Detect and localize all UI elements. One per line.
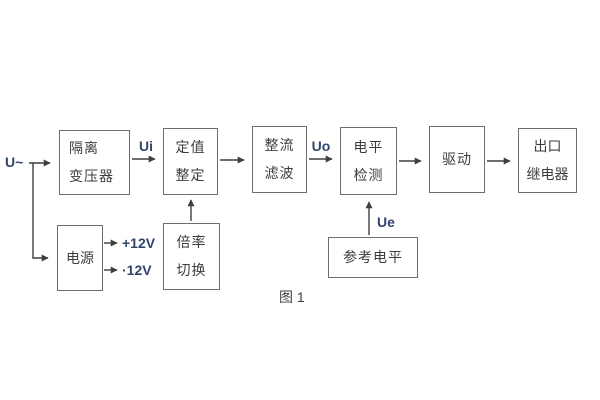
block-label: 驱动 (442, 151, 472, 167)
block-isolation-transformer: 隔离 变压器 (59, 130, 130, 195)
signal-label-ui: Ui (139, 138, 153, 154)
signal-label-input: U~ (5, 154, 24, 170)
figure-caption: 图 1 (279, 289, 305, 305)
block-label: 电源 (66, 249, 94, 266)
block-label: 检测 (353, 166, 384, 183)
block-label: 出口 (533, 138, 562, 154)
block-label: 整流 (264, 137, 295, 153)
signal-label-minus12v: ·12V (122, 262, 152, 278)
block-reference-level: 参考电平 (328, 237, 418, 278)
block-label: 滤波 (264, 165, 295, 181)
block-label: 隔离 (69, 140, 99, 156)
block-label: 电平 (353, 138, 384, 155)
block-driver: 驱动 (429, 126, 485, 193)
block-label: 整定 (175, 167, 206, 183)
block-ratio-switch: 倍率 切换 (163, 223, 220, 290)
block-label: 继电器 (526, 166, 569, 182)
block-label: 参考电平 (343, 249, 403, 265)
block-output-relay: 出口 继电器 (518, 128, 577, 193)
block-power-supply: 电源 (57, 225, 103, 291)
signal-label-ue: Ue (377, 214, 395, 230)
signal-label-uo: Uo (311, 138, 331, 154)
block-rectifier-filter: 整流 滤波 (252, 126, 307, 193)
wire-input-to-power (32, 163, 49, 262)
block-label: 变压器 (69, 168, 114, 184)
block-setpoint-setting: 定值 整定 (163, 128, 218, 195)
signal-label-plus12v: +12V (122, 235, 156, 251)
block-label: 定值 (175, 139, 206, 155)
block-level-detector: 电平 检测 (340, 127, 397, 195)
block-label: 倍率 (176, 234, 207, 250)
block-label: 切换 (176, 262, 207, 278)
